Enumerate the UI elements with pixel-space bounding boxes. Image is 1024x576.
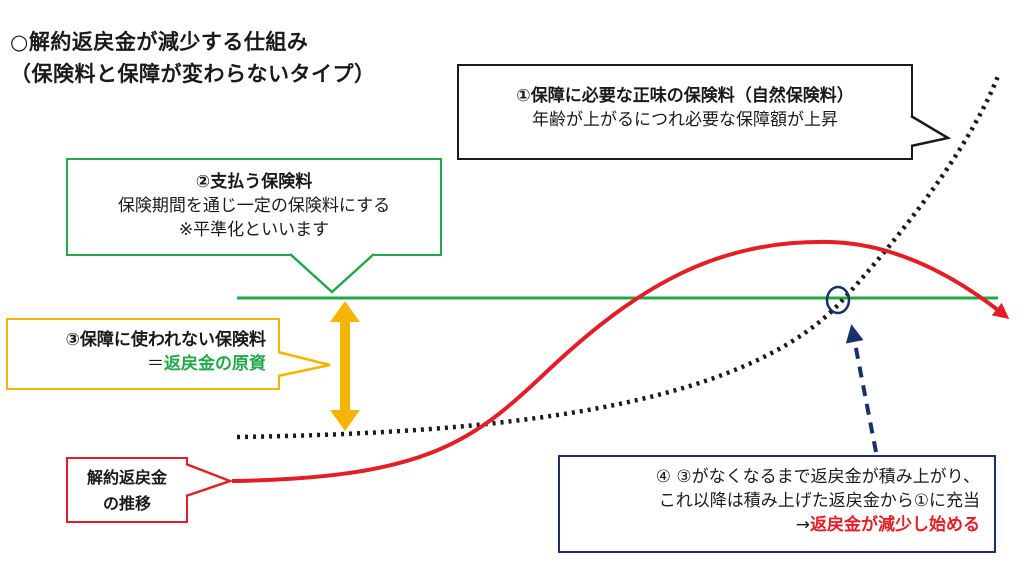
natural-premium-body: 年齢が上がるにつれ必要な保障額が上昇 [532,110,838,130]
crossover-marker [825,285,851,315]
paid-premium-heading: ②支払う保険料 [195,172,313,192]
decrease-line1: ④ ③がなくなるまで返戻金が積み上がり、 [655,467,980,487]
surrender-value-curve [231,239,1010,483]
page-subtitle: （保険料と保障が変わらないタイプ） [10,62,376,86]
surrender-value-callout: 解約返戻金 の推移 [66,457,188,523]
natural-premium-callout: ①保障に必要な正味の保険料（自然保険料） 年齢が上がるにつれ必要な保障額が上昇 [457,64,913,160]
natural-premium-heading: ①保障に必要な正味の保険料（自然保険料） [516,86,854,106]
decrease-callout: ④ ③がなくなるまで返戻金が積み上がり、 これ以降は積み上げた返戻金から①に充当… [558,455,996,553]
paid-premium-callout: ②支払う保険料 保険期間を通じ一定の保険料にする ※平準化といいます [66,158,442,256]
unused-premium-highlight: 返戻金の原資 [164,354,266,374]
natural-premium-curve [236,75,1001,440]
decrease-highlight: 返戻金が減少し始める [810,515,980,535]
decrease-arrow-glyph: → [795,515,810,535]
unused-premium-arrow [330,301,360,431]
surrender-value-line2: の推移 [102,494,151,513]
paid-premium-body1: 保険期間を通じ一定の保険料にする [117,196,391,216]
page-title: ○解約返戻金が減少する仕組み [10,30,309,54]
surrender-value-line1: 解約返戻金 [86,468,167,487]
paid-premium-body2: ※平準化といいます [178,220,330,240]
unused-premium-heading: ③保障に使われない保険料 [65,330,266,350]
unused-premium-prefix: ＝ [147,354,164,374]
decrease-start-arrow [845,324,878,453]
unused-premium-callout: ③保障に使われない保険料 ＝返戻金の原資 [6,318,280,390]
decrease-line2: これ以降は積み上げた返戻金から①に充当 [658,491,980,511]
